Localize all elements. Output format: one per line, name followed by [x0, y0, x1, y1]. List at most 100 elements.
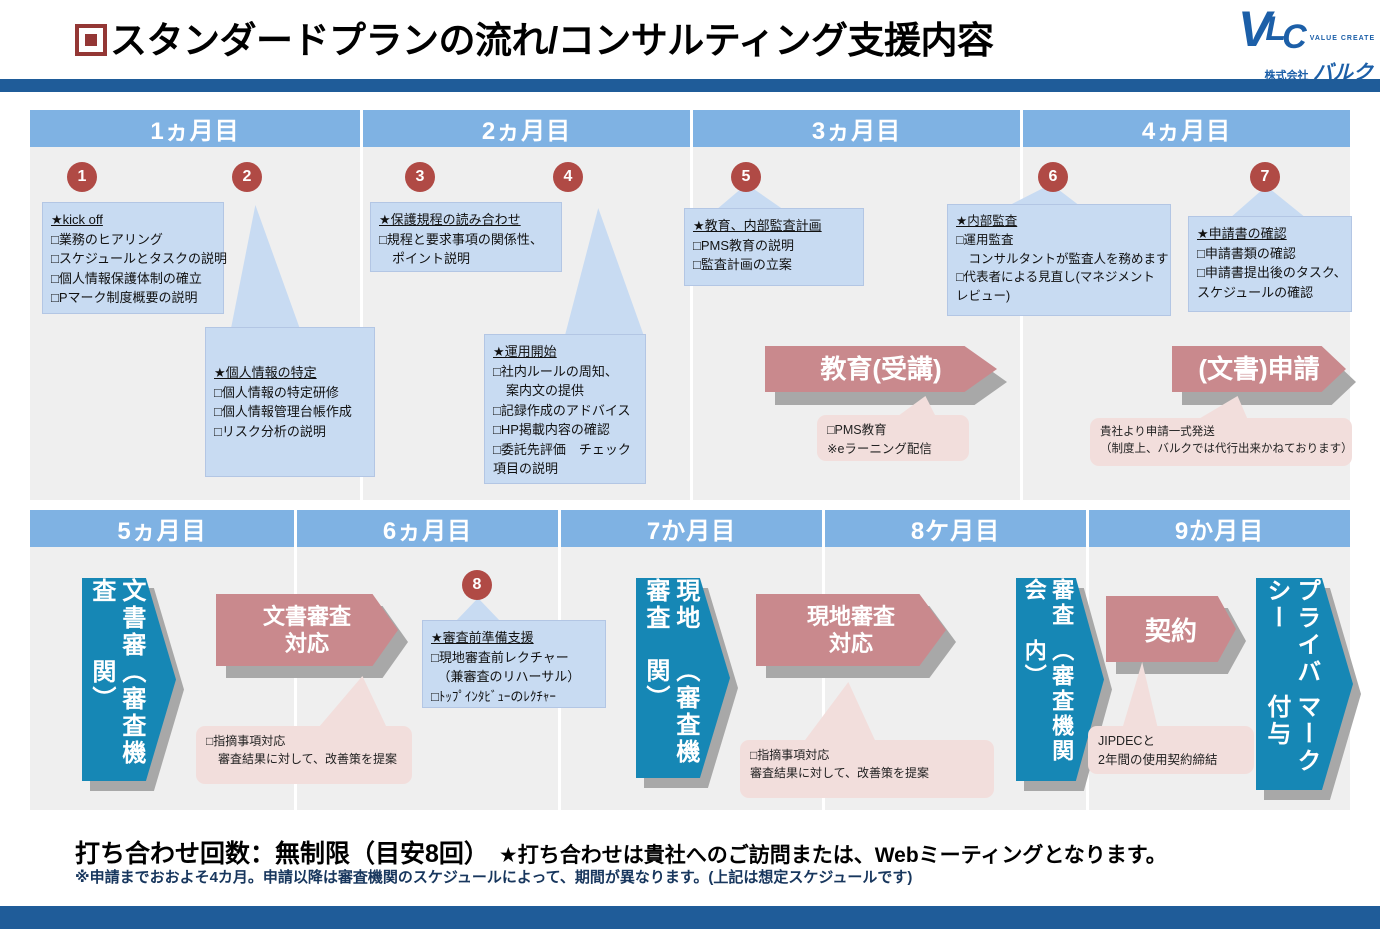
- step-box-7: ★申請書の確認 □申請書類の確認 □申請書提出後のタスク、スケジュールの確認: [1188, 216, 1352, 312]
- step-box-1: ★kick off □業務のヒアリング□スケジュールとタスクの説明□個人情報保護…: [42, 202, 227, 314]
- month-header-5: 5ヵ月目: [30, 510, 294, 547]
- logo-letter-v: V: [1238, 1, 1272, 57]
- note-lines: □PMS教育※eラーニング配信: [827, 421, 959, 459]
- step-box-lines: □申請書類の確認 □申請書提出後のタスク、スケジュールの確認: [1197, 244, 1347, 303]
- stage-arrow-label: 審査会 （審査機関内）: [1016, 578, 1079, 781]
- application-note: 貴社より申請一式発送 （制度上、バルクでは代行出来かねております）: [1090, 418, 1353, 466]
- response-arrow-onsite: 現地審査 対応: [756, 594, 946, 666]
- response-note-onsite: □指摘事項対応審査結果に対して、改善策を提案: [740, 740, 994, 798]
- step-circle-5: 5: [731, 162, 761, 192]
- month-header-6: 6ヵ月目: [297, 510, 558, 547]
- stage-label-sub: マーク付与: [1262, 693, 1320, 775]
- step-box-title: ★個人情報の特定: [214, 365, 317, 380]
- contract-note: JIPDECと 2年間の使用契約締結: [1088, 726, 1254, 774]
- response-label-line2: 対応: [284, 631, 329, 656]
- text-line: □社内ルールの周知、: [493, 363, 618, 379]
- text-line: 項目の説明: [493, 461, 559, 476]
- logo-tagline: VALUE CREATE: [1309, 35, 1376, 42]
- stage-arrow-label: 現地審査 （審査機関）: [636, 578, 704, 778]
- response-note-wedge: [318, 676, 387, 728]
- text-line: スケジュールの確認: [1197, 284, 1314, 300]
- text-line: □個人情報の特定研修: [214, 384, 339, 400]
- stage-label-sub: （審査機関）: [87, 659, 145, 768]
- step-box-title: ★内部監査: [956, 214, 1018, 228]
- stage-label-main: プライバシー: [1262, 578, 1320, 686]
- response-label-line2: 対応: [828, 631, 873, 656]
- column-divider: [360, 110, 363, 500]
- step-box-lines: □個人情報の特定研修□個人情報管理台帳作成□リスク分析の説明: [214, 383, 366, 442]
- step-box-3: ★保護規程の読み合わせ □規程と要求事項の関係性、 ポイント説明: [370, 202, 562, 272]
- step-circle-1: 1: [67, 162, 97, 192]
- month-header-8: 8ケ月目: [825, 510, 1086, 547]
- note-lines: □指摘事項対応審査結果に対して、改善策を提案: [750, 746, 984, 782]
- step-box-6: ★内部監査 □運用監査 コンサルタントが監査人を務めます□代表者による見直し(マ…: [947, 204, 1171, 316]
- application-arrow-label: (文書)申請: [1198, 353, 1320, 384]
- meeting-count-text: 打ち合わせ回数：無制限（目安8回）: [75, 840, 489, 868]
- text-line: JIPDECと: [1098, 734, 1155, 748]
- note-lines: □指摘事項対応 審査結果に対して、改善策を提案: [206, 732, 402, 768]
- step-box-title: ★申請書の確認: [1197, 226, 1287, 241]
- text-line: 貴社より申請一式発送: [1100, 426, 1215, 438]
- step-circle-3: 3: [405, 162, 435, 192]
- month-header-3: 3ヵ月目: [693, 110, 1020, 147]
- step-box-lines: □現地審査前レクチャー （兼審査のリハーサル） □ﾄｯﾌﾟｲﾝﾀﾋﾞｭｰのﾚｸﾁｬ…: [431, 648, 597, 707]
- stage-arrow-label: 文書審査 （審査機関）: [82, 578, 150, 781]
- header-divider-bar: [0, 79, 1380, 92]
- step-box-lines: □業務のヒアリング□スケジュールとタスクの説明□個人情報保護体制の確立□Pマーク…: [51, 230, 227, 308]
- text-line: □規程と要求事項の関係性、: [379, 231, 543, 247]
- step-box-title: ★教育、内部監査計画: [693, 218, 822, 233]
- contract-arrow: 契約: [1106, 596, 1236, 662]
- text-line: □運用監査: [956, 232, 1014, 247]
- text-line: □業務のヒアリング: [51, 231, 163, 247]
- text-line: □申請書提出後のタスク、: [1197, 265, 1347, 280]
- education-note: □PMS教育※eラーニング配信: [817, 415, 969, 461]
- step-circle-4: 4: [553, 162, 583, 192]
- month-header-4: 4ヵ月目: [1023, 110, 1350, 147]
- text-line: □Pマーク制度概要の説明: [51, 290, 198, 305]
- text-line: □申請書類の確認: [1197, 245, 1296, 261]
- text-line: 案内文の提供: [493, 383, 585, 398]
- text-line: コンサルタントが監査人を務めます: [956, 251, 1169, 266]
- text-line: 2年間の使用契約締結: [1098, 752, 1218, 767]
- stage-arrow-label: プライバシー マーク付与: [1256, 578, 1326, 790]
- stage-label-main: 文書審査: [87, 578, 145, 659]
- logo-letter-c: C: [1282, 18, 1307, 56]
- note-lines: JIPDECと 2年間の使用契約締結: [1098, 732, 1244, 770]
- text-line: （兼審査のリハーサル）: [431, 669, 581, 684]
- stage-label-main: 現地審査: [641, 578, 699, 632]
- callout-wedge-step2: [230, 205, 300, 329]
- application-arrow: (文書)申請: [1172, 346, 1346, 392]
- callout-wedge-step8: [455, 598, 501, 622]
- month-header-7: 7か月目: [561, 510, 822, 547]
- text-line: □HP掲載内容の確認: [493, 422, 610, 437]
- step-box-lines: □規程と要求事項の関係性、 ポイント説明: [379, 230, 553, 269]
- stage-label-main: 審査会: [1021, 578, 1075, 628]
- timeline-panel-months-5-9: 5ヵ月目 6ヵ月目 7か月目 8ケ月目 9か月目 8 ★審査前準備支援 □現地審…: [30, 510, 1361, 810]
- step-circle-8: 8: [462, 570, 492, 600]
- callout-wedge-step4: [564, 208, 644, 336]
- education-arrow-label: 教育(受講): [820, 353, 942, 384]
- step-box-5: ★教育、内部監査計画 □PMS教育の説明□監査計画の立案: [684, 208, 864, 286]
- stage-label-sub: （審査機関内）: [1021, 638, 1075, 764]
- step-box-lines: □PMS教育の説明□監査計画の立案: [693, 236, 855, 275]
- step-circle-6: 6: [1038, 162, 1068, 192]
- step-box-4: ★運用開始 □社内ルールの周知、 案内文の提供□記録作成のアドバイス□HP掲載内…: [484, 334, 646, 484]
- step-box-lines: □運用監査 コンサルタントが監査人を務めます□代表者による見直し(マネジメントレ…: [956, 231, 1169, 306]
- timeline-panel-months-1-4: 1ヵ月目 2ヵ月目 3ヵ月目 4ヵ月目 1 2 3 4 5 6 7 ★kick …: [30, 110, 1356, 500]
- response-note-document: □指摘事項対応 審査結果に対して、改善策を提案: [196, 726, 412, 784]
- text-line: □個人情報管理台帳作成: [214, 404, 352, 419]
- text-line: □記録作成のアドバイス: [493, 402, 631, 418]
- response-label-line1: 現地審査: [806, 603, 895, 629]
- text-line: □指摘事項対応: [206, 734, 286, 748]
- response-note-wedge: [803, 682, 876, 742]
- text-line: レビュー): [956, 289, 1011, 303]
- step-box-title: ★保護規程の読み合わせ: [379, 212, 521, 227]
- step-box-title: ★審査前準備支援: [431, 630, 534, 645]
- footer-note-line: ※申請までおおよそ4カ月。申請以降は審査機関のスケジュールによって、期間が異なり…: [75, 869, 913, 886]
- text-line: （制度上、バルクでは代行出来かねております）: [1100, 443, 1353, 456]
- logo-letter-l: L: [1265, 10, 1287, 48]
- education-arrow: 教育(受講): [765, 346, 997, 392]
- text-line: □現地審査前レクチャー: [431, 649, 569, 665]
- text-line: □ﾄｯﾌﾟｲﾝﾀﾋﾞｭｰのﾚｸﾁｬｰ: [431, 688, 556, 704]
